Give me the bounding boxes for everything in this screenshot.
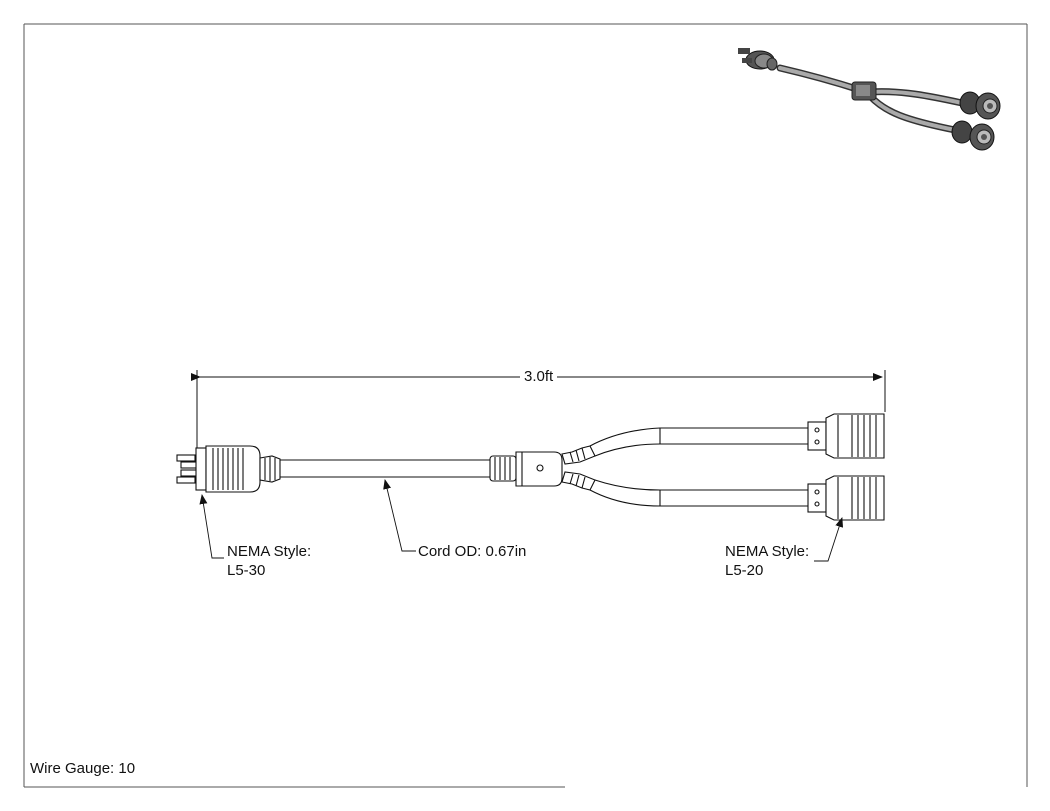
plug-nema-label-line1: NEMA Style: [227, 543, 312, 560]
receptacle-nema-label: NEMA Style: L5-20 [725, 542, 809, 580]
receptacle-nema-label-line1: NEMA Style: [725, 543, 810, 560]
sheet-border [23, 23, 1028, 788]
l5-30-plug [176, 445, 281, 493]
wire-gauge-label: Wire Gauge: 10 [30, 760, 136, 777]
leader-lines [199, 479, 844, 562]
main-cord [280, 459, 492, 478]
isometric-view [738, 48, 1001, 151]
plug-nema-label-line2: L5-30 [227, 562, 266, 579]
plug-nema-label: NEMA Style: L5-30 [227, 542, 311, 580]
cord-od-label: Cord OD: 0.67in [418, 543, 527, 560]
receptacle-nema-label-line2: L5-20 [725, 562, 764, 579]
splitter-body [489, 445, 596, 491]
cable-assembly [176, 413, 885, 521]
length-dimension-label: 3.0ft [520, 368, 558, 385]
branch-cords [589, 427, 808, 507]
l5-20-receptacle-bottom [807, 475, 885, 521]
l5-20-receptacle-top [807, 413, 885, 459]
